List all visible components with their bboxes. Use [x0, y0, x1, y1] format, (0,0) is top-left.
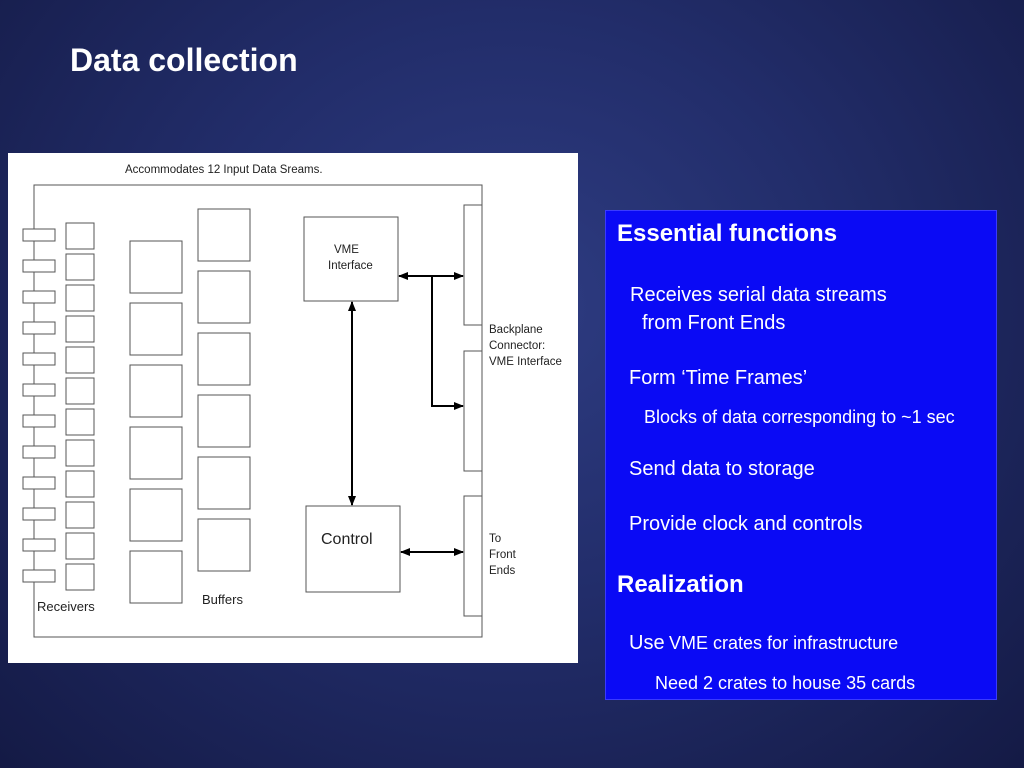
input-connector: [22, 538, 56, 552]
receiver-box: [65, 253, 95, 281]
input-connector: [22, 259, 56, 273]
input-connector: [22, 383, 56, 397]
vme-to-lower-backplane-arrow: [431, 276, 464, 410]
buffer-box: [129, 364, 183, 418]
receiver-box: [65, 222, 95, 250]
buffer-box: [197, 332, 251, 386]
input-connector: [22, 414, 56, 428]
vme-label-line2: Interface: [328, 260, 373, 272]
buffer-box: [129, 302, 183, 356]
buffer-box: [197, 518, 251, 572]
vme-label-line1: VME: [334, 244, 359, 256]
buffers-label: Buffers: [202, 592, 243, 607]
slide-title: Data collection: [70, 42, 298, 78]
heading-essential-functions: Essential functions: [617, 220, 838, 247]
heading-realization: Realization: [617, 571, 744, 598]
receiver-box: [65, 377, 95, 405]
control-box: [305, 505, 401, 593]
front-ends-connector: [463, 495, 483, 617]
item-form-time-frames: Form ‘Time Frames’: [629, 367, 808, 389]
backplane-connector-lower: [463, 350, 483, 472]
input-connector: [22, 507, 56, 521]
receiver-boxes: [65, 222, 95, 591]
buffer-box: [197, 208, 251, 262]
buffer-boxes: [129, 208, 251, 604]
backplane-label-line1: Backplane: [489, 324, 543, 336]
item-need-crates: Need 2 crates to house 35 cards: [655, 673, 916, 693]
buffer-box: [129, 426, 183, 480]
receiver-box: [65, 284, 95, 312]
receiver-box: [65, 439, 95, 467]
backplane-label-line2: Connector:: [489, 340, 545, 352]
buffer-box: [129, 550, 183, 604]
backplane-label-line3: VME Interface: [489, 356, 562, 368]
input-connector: [22, 569, 56, 583]
item-use-vme: Use VME crates for infrastructure: [629, 632, 898, 655]
block-diagram: Accommodates 12 Input Data Sreams. Recei…: [8, 153, 578, 663]
receiver-box: [65, 501, 95, 529]
input-connector: [22, 290, 56, 304]
receiver-box: [65, 346, 95, 374]
input-connectors: [22, 228, 56, 583]
backplane-connector-upper: [463, 204, 483, 326]
item-use-rest: VME crates for infrastructure: [669, 633, 899, 653]
item-send-data: Send data to storage: [629, 458, 815, 480]
front-ends-label-line1: To: [489, 533, 501, 545]
input-connector: [22, 228, 56, 242]
item-provide-clock: Provide clock and controls: [629, 513, 863, 535]
input-connector: [22, 352, 56, 366]
item-blocks-of-data: Blocks of data corresponding to ~1 sec: [644, 407, 955, 427]
item-receives-line1: Receives serial data streams: [630, 284, 887, 306]
front-ends-label-line3: Ends: [489, 565, 515, 577]
control-label: Control: [321, 531, 373, 548]
receiver-box: [65, 563, 95, 591]
buffer-box: [129, 240, 183, 294]
receiver-box: [65, 532, 95, 560]
info-box: Essential functions Receives serial data…: [605, 210, 997, 700]
receivers-label: Receivers: [37, 599, 95, 614]
buffer-box: [129, 488, 183, 542]
buffer-box: [197, 270, 251, 324]
front-ends-label-line2: Front: [489, 549, 517, 561]
input-connector: [22, 476, 56, 490]
item-receives-line2: from Front Ends: [642, 312, 786, 334]
buffer-box: [197, 394, 251, 448]
receiver-box: [65, 470, 95, 498]
receiver-box: [65, 315, 95, 343]
diagram-caption: Accommodates 12 Input Data Sreams.: [125, 164, 323, 176]
input-connector: [22, 445, 56, 459]
input-connector: [22, 321, 56, 335]
receiver-box: [65, 408, 95, 436]
vme-interface-box: [303, 216, 399, 302]
buffer-box: [197, 456, 251, 510]
board-outline: [33, 184, 483, 638]
item-use-prefix: Use: [629, 632, 665, 654]
